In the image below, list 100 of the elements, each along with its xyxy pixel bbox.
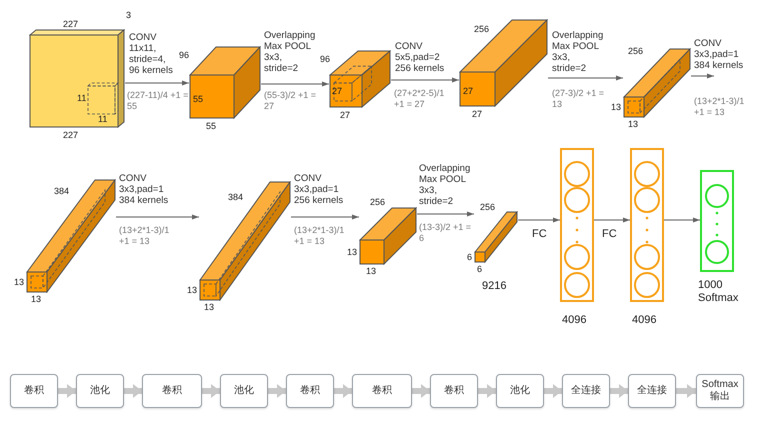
edge-label: CONV 5x5,pad=2 256 kernels (395, 41, 446, 74)
flow-step-box (220, 374, 268, 408)
dimension-label: 227 (63, 19, 78, 29)
edge-label: CONV 3x3,pad=1 384 kernels (119, 173, 170, 206)
step-label: 卷积 (372, 385, 392, 397)
step-label: 池化 (234, 385, 254, 397)
arrow (260, 82, 330, 86)
formula-label: (227-11)/4 +1 = 55 (127, 90, 190, 112)
feature-map-volume (26, 179, 116, 293)
dimension-label: 27 (332, 86, 342, 96)
step-arrow (334, 384, 352, 398)
step-label: 卷积 (24, 385, 44, 397)
edge-label: Overlapping Max POOL 3x3, stride=2 (419, 163, 472, 207)
dimension-label: 55 (206, 121, 216, 131)
layer-size-label: 4096 (632, 314, 656, 327)
dimension-label: 11 (77, 93, 86, 103)
edge-label: FC (602, 228, 618, 241)
dimension-label: 256 (474, 24, 490, 34)
edge-label: CONV 11x11, stride=4, 96 kernels (129, 32, 174, 76)
step-label: 卷积 (300, 385, 320, 397)
flow-step-box (562, 374, 610, 408)
dimension-label: 384 (54, 186, 70, 196)
arrow (594, 218, 630, 222)
step-label: 全连接 (571, 385, 601, 397)
feature-map-volume (459, 19, 548, 107)
layer-size-label: 9216 (482, 280, 506, 293)
step-arrow (544, 384, 562, 398)
step-arrow (268, 384, 286, 398)
formula-label: (27-3)/2 +1 = 13 (552, 88, 606, 110)
formula-label: (27+2*2-5)/1 +1 = 27 (394, 88, 446, 110)
step-label: 全连接 (637, 385, 667, 397)
step-label: 池化 (510, 385, 530, 397)
step-arrow (478, 384, 496, 398)
arrow (690, 74, 714, 78)
step-arrow (58, 384, 76, 398)
dimension-label: 13 (366, 266, 376, 276)
flow-step-box (628, 374, 676, 408)
flow-step-box (76, 374, 124, 408)
dimension-label: 384 (228, 192, 244, 202)
edge-label: Overlapping Max POOL 3x3, stride=2 (552, 30, 604, 74)
formula-label: (13+2*1-3)/1 +1 = 13 (119, 225, 170, 247)
edge-label: Overlapping Max POOL 3x3, stride=2 (264, 30, 316, 74)
flow-step-box (696, 374, 744, 408)
step-label: 池化 (90, 385, 110, 397)
arrow (548, 76, 624, 80)
edge-label: FC (532, 228, 548, 241)
step-label: 卷积 (162, 385, 182, 397)
feature-map-volume (29, 29, 125, 128)
arrow (116, 214, 200, 220)
feature-map-volume (474, 211, 518, 263)
feature-map-volume (623, 48, 691, 118)
feature-map-volume (329, 50, 391, 108)
step-arrow (202, 384, 220, 398)
dimension-label: 6 (477, 264, 482, 274)
dimension-label: 27 (463, 86, 474, 96)
dimension-label: 227 (63, 130, 78, 140)
flow-step-box (10, 374, 58, 408)
flow-step-box (430, 374, 478, 408)
dimension-label: 256 (480, 202, 496, 212)
flow-step-box (496, 374, 544, 408)
dimension-label: 13 (628, 119, 638, 129)
layer-size-label: 4096 (562, 314, 586, 327)
formula-label: (13+2*1-3)/1 +1 = 13 (294, 225, 346, 247)
feature-map-volume (359, 207, 417, 265)
dimension-label: 256 (370, 197, 386, 207)
dimension-label: 3 (126, 10, 132, 20)
layer-size-label: 1000 Softmax (698, 279, 740, 305)
dimension-label: 27 (340, 110, 350, 120)
arrow (664, 218, 700, 222)
edge-label: CONV 3x3,pad=1 384 kernels (694, 38, 744, 71)
dimension-label: 13 (611, 102, 622, 112)
arrow (390, 78, 460, 82)
dimension-label: 11 (98, 114, 108, 124)
dimension-label: 13 (31, 294, 42, 304)
dimension-label: 13 (187, 285, 198, 295)
arrow (290, 214, 360, 220)
arrow (124, 80, 190, 86)
edge-label: CONV 3x3,pad=1 256 kernels (294, 173, 344, 206)
flow-step-box (142, 374, 202, 408)
dimension-label: 96 (179, 50, 190, 60)
arrow (518, 218, 560, 222)
step-arrow (610, 384, 628, 398)
dimension-label: 27 (472, 109, 482, 119)
feature-map-volume (189, 46, 261, 119)
dimension-label: 13 (347, 247, 358, 257)
flow-step-box (352, 374, 412, 408)
dimension-label: 13 (204, 302, 214, 312)
dimension-label: 96 (320, 54, 330, 64)
dimension-label: 55 (193, 94, 204, 104)
step-label: Softmax 输出 (700, 379, 740, 403)
formula-label: (13+2*1-3)/1 +1 = 13 (694, 96, 746, 118)
step-arrow (124, 384, 142, 398)
dimension-label: 6 (467, 252, 472, 262)
formula-label: (55-3)/2 +1 = 27 (264, 90, 318, 112)
flow-step-box (286, 374, 334, 408)
step-label: 卷积 (444, 385, 464, 397)
feature-map-volume (199, 181, 291, 301)
step-arrow (676, 384, 696, 398)
formula-label: (13-3)/2 +1 = 6 (419, 222, 472, 244)
dimension-label: 13 (14, 277, 24, 287)
